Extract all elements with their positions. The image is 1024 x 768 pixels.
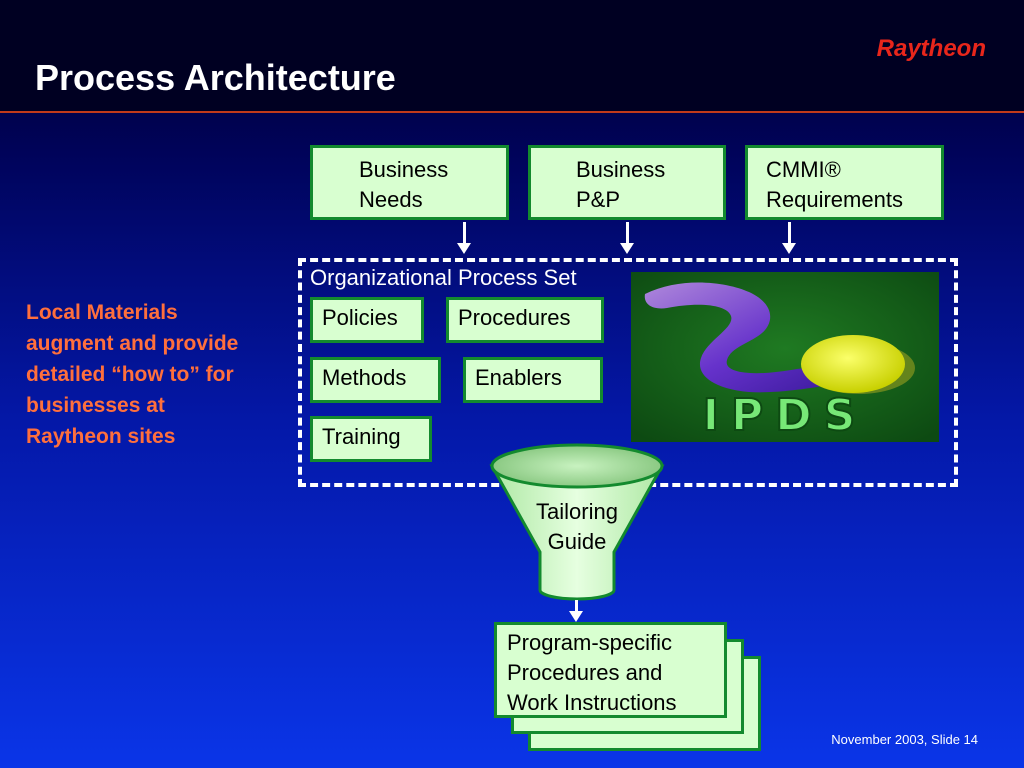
output-line: Program-specific [507, 630, 673, 655]
cmmi-line1: CMMI® [766, 157, 841, 182]
side-note-line: augment and provide [26, 332, 239, 355]
program-specific-procedures-box: Program-specific Procedures and Work Ins… [494, 622, 727, 718]
slide-title: Process Architecture [35, 57, 396, 98]
cmmi-requirements-box: CMMI® Requirements [745, 145, 944, 220]
side-note-line: Local Materials [26, 301, 178, 324]
cmmi-line2: Requirements [766, 187, 903, 212]
training-box: Training [310, 416, 432, 462]
side-note-line: businesses at [26, 394, 165, 417]
enablers-label: Enablers [475, 365, 562, 390]
output-line: Procedures and [507, 660, 663, 685]
funnel-line2: Guide [547, 529, 607, 554]
arrow-down-icon [620, 222, 634, 254]
arrow-down-icon [782, 222, 796, 254]
methods-label: Methods [322, 365, 407, 390]
side-note-line: detailed “how to” for [26, 363, 234, 386]
procedures-label: Procedures [458, 305, 571, 330]
business-needs-box: Business Needs [310, 145, 509, 220]
title-divider [0, 111, 1024, 113]
policies-label: Policies [322, 305, 398, 330]
funnel-line1: Tailoring [536, 499, 618, 524]
business-needs-line2: Needs [359, 187, 423, 212]
procedures-box: Procedures [446, 297, 604, 343]
raytheon-logo: Raytheon [876, 35, 986, 62]
methods-box: Methods [310, 357, 441, 403]
business-pp-box: Business P&P [528, 145, 726, 220]
arrow-down-icon [569, 600, 583, 622]
output-line: Work Instructions [507, 690, 677, 715]
policies-box: Policies [310, 297, 424, 343]
arrow-down-icon [457, 222, 471, 254]
enablers-box: Enablers [463, 357, 603, 403]
local-materials-note: Local Materials augment and provide deta… [26, 297, 296, 452]
title-bar: Process Architecture Raytheon [0, 0, 1024, 112]
slide-footer: November 2003, Slide 14 [831, 732, 978, 747]
business-pp-line2: P&P [576, 187, 621, 212]
ipds-logo-text: IPDS [703, 390, 868, 441]
tailoring-guide-label: Tailoring Guide [488, 497, 666, 557]
ipds-logo: IPDS [631, 272, 939, 442]
side-note-line: Raytheon sites [26, 425, 176, 448]
business-needs-line1: Business [359, 157, 449, 182]
process-set-label: Organizational Process Set [310, 265, 577, 290]
business-pp-line1: Business [576, 157, 666, 182]
tailoring-funnel [489, 443, 665, 601]
training-label: Training [322, 424, 401, 449]
